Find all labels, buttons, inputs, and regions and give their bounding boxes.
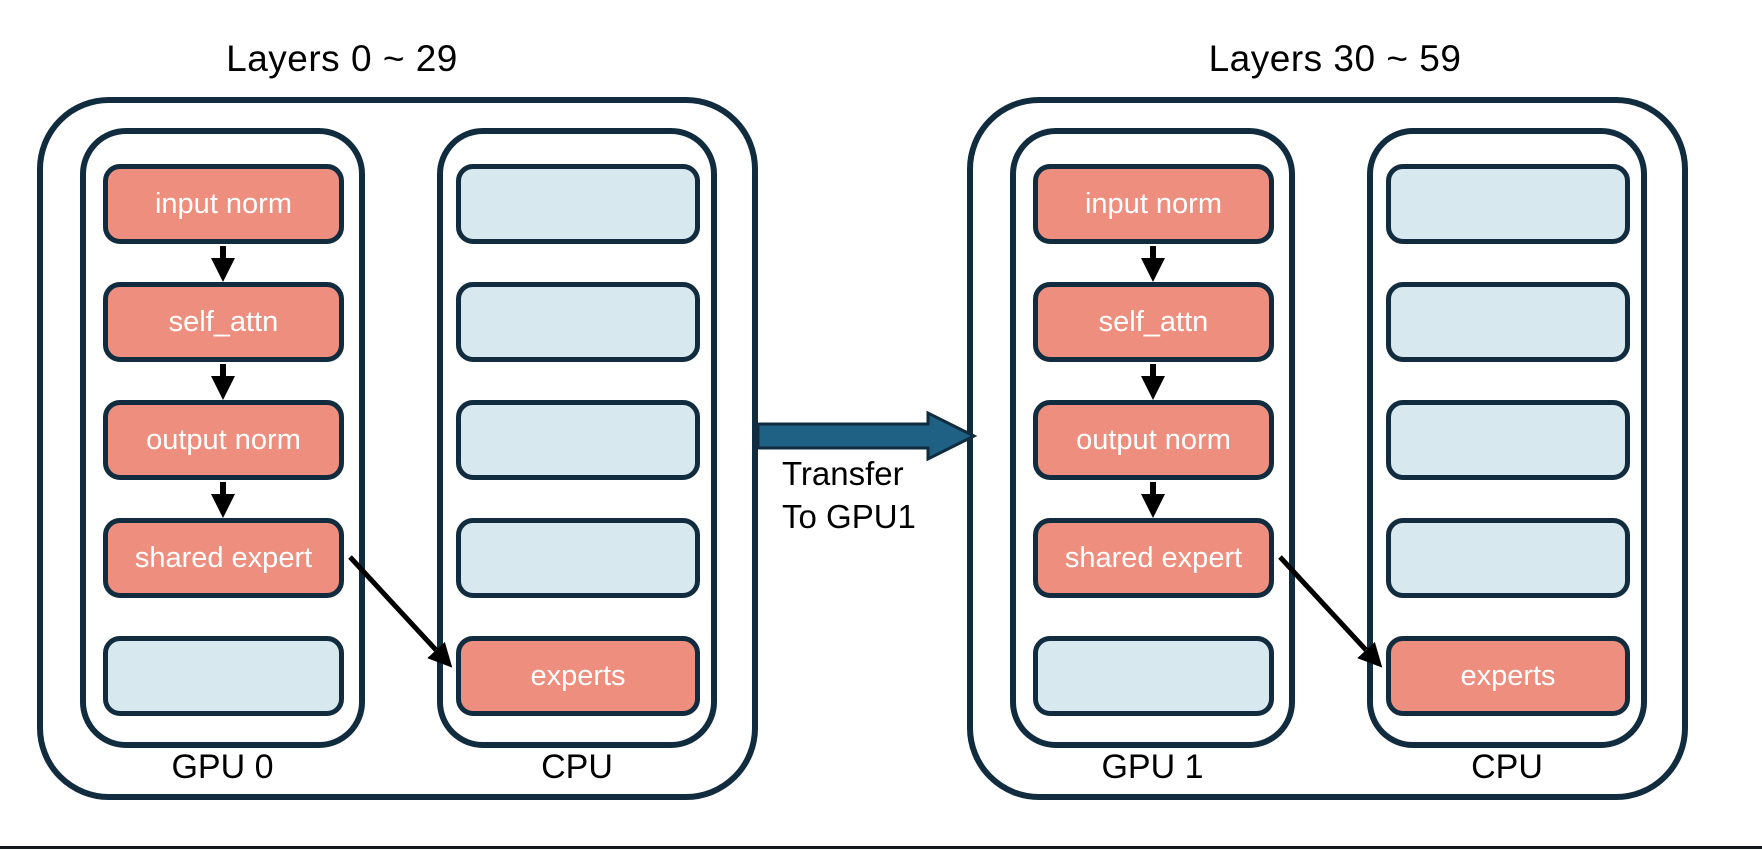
transfer-label-line2: To GPU1 xyxy=(782,498,916,535)
empty-layer-slot xyxy=(1386,164,1630,244)
transfer-label-line1: Transfer xyxy=(782,455,904,492)
empty-layer-slot xyxy=(456,518,700,598)
layers-range-title-left: Layers 0 ~ 29 xyxy=(226,38,458,79)
cpu-label-left: CPU xyxy=(541,748,613,786)
empty-layer-slot xyxy=(1386,282,1630,362)
gpu1-column: input norm self_attn output norm shared … xyxy=(1010,128,1295,748)
empty-layer-slot xyxy=(456,400,700,480)
layer-box-output-norm: output norm xyxy=(1033,400,1274,480)
gpu0-label: GPU 0 xyxy=(171,748,274,786)
layer-box-experts: experts xyxy=(456,636,700,716)
layer-box-output-norm: output norm xyxy=(103,400,344,480)
cpu-column-left: experts xyxy=(437,128,717,748)
layer-box-shared-expert: shared expert xyxy=(103,518,344,598)
empty-layer-slot xyxy=(456,282,700,362)
empty-layer-slot xyxy=(1033,636,1274,716)
layer-box-experts: experts xyxy=(1386,636,1630,716)
layer-box-input-norm: input norm xyxy=(103,164,344,244)
layer-box-self-attn: self_attn xyxy=(103,282,344,362)
node-group-layers-30-59: input norm self_attn output norm shared … xyxy=(967,97,1688,800)
layer-box-input-norm: input norm xyxy=(1033,164,1274,244)
empty-layer-slot xyxy=(1386,400,1630,480)
gpu1-label: GPU 1 xyxy=(1101,748,1204,786)
cpu-column-right: experts xyxy=(1367,128,1647,748)
bottom-edge-line xyxy=(0,846,1762,849)
empty-layer-slot xyxy=(456,164,700,244)
empty-layer-slot xyxy=(103,636,344,716)
layer-box-shared-expert: shared expert xyxy=(1033,518,1274,598)
gpu0-column: input norm self_attn output norm shared … xyxy=(80,128,365,748)
layers-range-title-right: Layers 30 ~ 59 xyxy=(1208,38,1462,79)
cpu-label-right: CPU xyxy=(1471,748,1543,786)
empty-layer-slot xyxy=(1386,518,1630,598)
node-group-layers-0-29: input norm self_attn output norm shared … xyxy=(37,97,758,800)
layer-box-self-attn: self_attn xyxy=(1033,282,1274,362)
